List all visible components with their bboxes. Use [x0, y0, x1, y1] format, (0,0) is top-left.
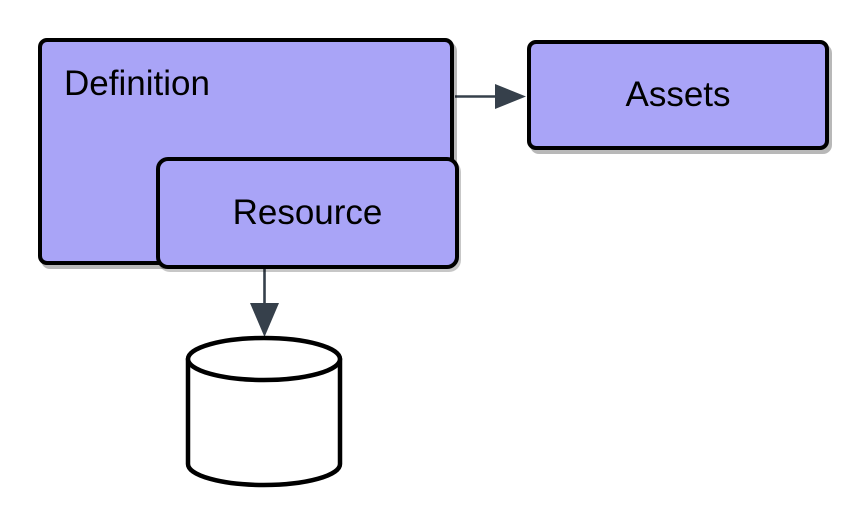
- node-assets[interactable]: Assets: [527, 40, 829, 150]
- node-datastore[interactable]: [180, 332, 348, 500]
- node-resource[interactable]: Resource: [156, 157, 459, 269]
- edge-definition-to-assets: [455, 84, 526, 109]
- cylinder-top-icon: [185, 335, 343, 383]
- node-definition-label: Definition: [64, 64, 210, 103]
- node-assets-label: Assets: [625, 75, 731, 114]
- node-resource-label: Resource: [232, 193, 383, 232]
- node-definition[interactable]: Definition Resource: [38, 38, 459, 269]
